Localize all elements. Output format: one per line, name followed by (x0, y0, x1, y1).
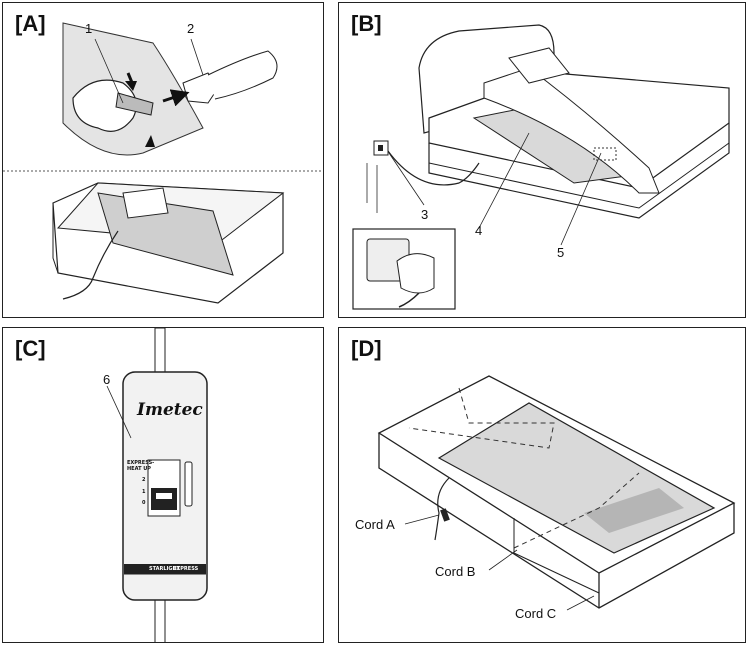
callout-5: 5 (557, 245, 565, 260)
callout-1: 1 (85, 21, 93, 36)
controller-illustration (106, 328, 208, 642)
callout-3: 3 (421, 207, 429, 222)
footer-prefix: STARLIGHT (149, 566, 181, 572)
panel-b-illustration (352, 24, 730, 310)
switch-label-line-1: EXPRESS- (127, 460, 155, 466)
cord-b-label: Cord B (435, 564, 476, 579)
callout-6: 6 (103, 372, 111, 387)
switch-label-line-2: HEAT UP (127, 466, 151, 472)
panel-b: [B] 3 4 5 (338, 2, 746, 318)
callout-4: 4 (475, 223, 483, 238)
callout-2: 2 (187, 21, 195, 36)
cord-c-label: Cord C (515, 606, 557, 621)
level-0-label: 0 (142, 500, 146, 506)
panel-a-illustration (3, 22, 323, 304)
panel-a-label: [A] (15, 11, 46, 36)
panel-d-illustration (377, 375, 736, 611)
panel-c: [C] 6 Imetec EXPRESS- HEAT UP 2 1 0 STAR… (2, 327, 324, 643)
panel-d-label: [D] (351, 336, 382, 361)
level-1-label: 1 (142, 489, 146, 495)
panel-c-label: [C] (15, 336, 46, 361)
panel-a: [A] 1 2 (2, 2, 324, 318)
brand-logo: Imetec (137, 400, 203, 420)
panel-b-label: [B] (351, 11, 382, 36)
footer-bold: EXPRESS (173, 566, 199, 572)
level-2-label: 2 (142, 477, 146, 483)
panel-d: [D] Cord A Cord B Cord C (338, 327, 746, 643)
cord-a-label: Cord A (355, 517, 395, 532)
